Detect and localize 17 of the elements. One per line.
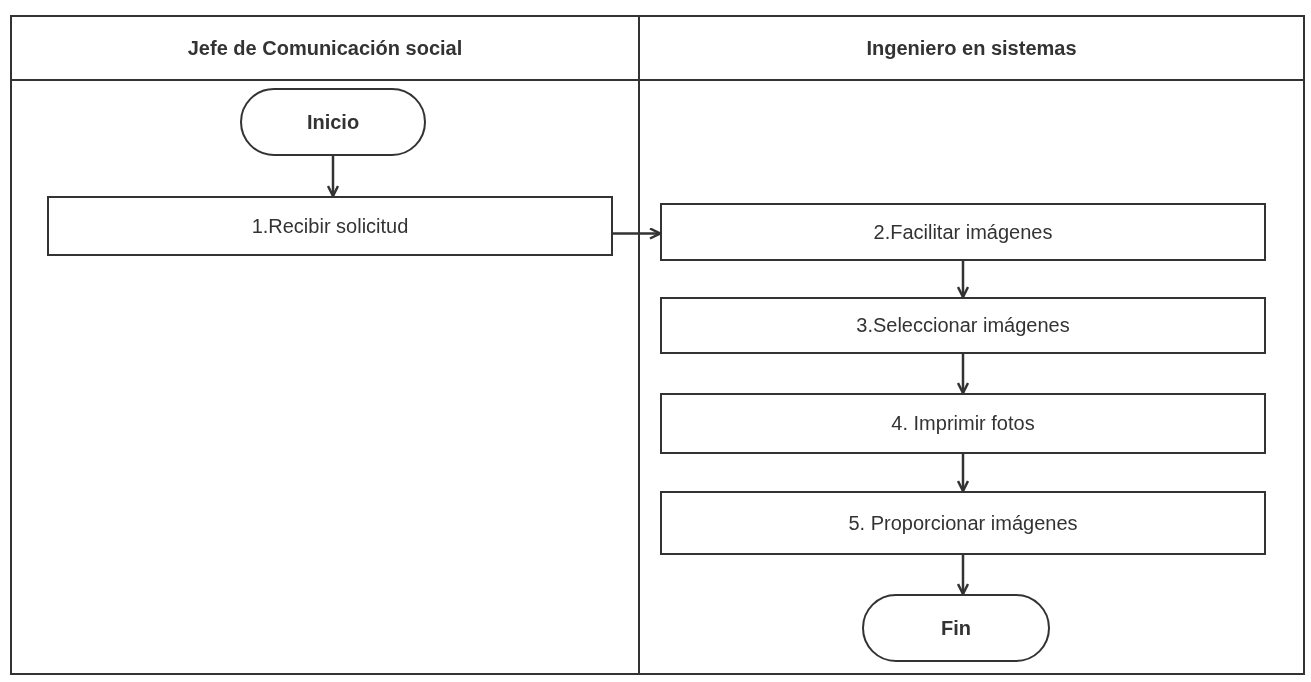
lane-header: Ingeniero en sistemas	[640, 17, 1303, 81]
terminal-shape: Inicio	[240, 88, 426, 156]
arrow	[613, 227, 662, 240]
arrow	[956, 354, 970, 395]
arrow	[326, 156, 340, 198]
process-box: 1.Recibir solicitud	[47, 196, 613, 256]
process-box: 5. Proporcionar imágenes	[660, 491, 1266, 555]
process-box: 4. Imprimir fotos	[660, 393, 1266, 454]
swimlane	[10, 15, 640, 675]
terminal-shape: Fin	[862, 594, 1050, 662]
arrow	[956, 261, 970, 299]
lane-header: Jefe de Comunicación social	[12, 17, 638, 81]
process-box: 2.Facilitar imágenes	[660, 203, 1266, 261]
arrow	[956, 555, 970, 596]
arrow	[956, 454, 970, 493]
swimlane	[638, 15, 1305, 675]
process-box: 3.Seleccionar imágenes	[660, 297, 1266, 354]
